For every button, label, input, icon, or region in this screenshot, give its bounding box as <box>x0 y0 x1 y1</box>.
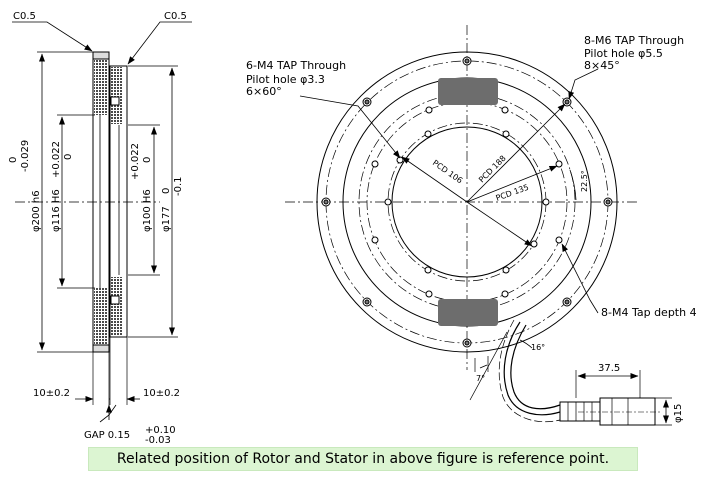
width-right-label: 10±0.2 <box>143 388 180 399</box>
side-view <box>12 21 192 423</box>
tap-depth-label: 8-M4 Tap depth 4 <box>601 306 697 319</box>
dia-200-tol-upper: 0 <box>8 157 19 163</box>
gap-tol-upper: +0.10 <box>145 425 176 436</box>
cable-upper-path <box>510 324 561 410</box>
pcd-106-label: PCD 106 <box>431 158 464 185</box>
pcd-135-label: PCD 135 <box>495 183 530 203</box>
dia-116-tol-lower: 0 <box>63 154 74 160</box>
chamfer-left-label: C0.5 <box>13 11 36 22</box>
pcd-188-label: PCD 188 <box>477 154 508 185</box>
m4-tap-holes <box>371 106 563 298</box>
dia-100-tol-lower: 0 <box>142 157 153 163</box>
cable-length-label: 37.5 <box>598 363 620 374</box>
dia-177-tol-upper: 0 <box>161 188 172 194</box>
outer-circle <box>316 51 618 353</box>
gap-tol-lower: -0.03 <box>145 435 171 446</box>
m6-holes <box>321 56 613 348</box>
gap-label: GAP 0.15 <box>84 430 130 441</box>
cable-lower-path <box>503 321 561 416</box>
chamfer-right-leader <box>127 21 192 65</box>
angle-7-label: 7° <box>476 374 485 383</box>
stator-hatch-bottom <box>111 277 123 336</box>
dia-177-label: φ177 <box>161 206 172 232</box>
rotor-hatch-top <box>94 60 108 115</box>
rotor-hatch-bottom <box>94 288 108 344</box>
chamfer-right-label: C0.5 <box>164 11 187 22</box>
tap-m4-line3: 6×60° <box>246 85 282 98</box>
angle-22-5-label: 22.5° <box>580 170 589 192</box>
tap-m4-line1: 6-M4 TAP Through <box>246 59 346 72</box>
chamfer-left-leader <box>12 21 93 52</box>
cable-center-path <box>498 319 561 423</box>
cable-dia-label: φ15 <box>673 404 684 423</box>
dia-177-tol-lower: -0.1 <box>173 176 184 196</box>
side-view-labels: C0.5 C0.5 φ200 h6 0 -0.029 φ116 H6 +0.02… <box>8 11 187 446</box>
dia-116-tol-upper: +0.022 <box>51 141 62 178</box>
tap-m4-line2: Pilot hole φ3.3 <box>246 73 325 86</box>
tap-m6-line1: 8-M6 TAP Through <box>584 34 684 47</box>
bore-circle <box>391 126 543 278</box>
tap-m6-line3: 8×45° <box>584 59 620 72</box>
dia-100-tol-upper: +0.022 <box>130 143 141 180</box>
cable-connector-body <box>559 401 601 422</box>
dia-200-tol-lower: -0.029 <box>20 140 31 172</box>
front-view <box>285 25 672 426</box>
top-magnet-block <box>438 78 498 105</box>
dia-200-label: φ200 h6 <box>31 190 42 232</box>
angle-16-label: 16° <box>531 343 545 352</box>
m4-through-leader <box>299 95 401 159</box>
m6-leader <box>568 68 599 100</box>
tap-m6-line2: Pilot hole φ5.5 <box>584 47 663 60</box>
dia-100-label: φ100 H6 <box>142 189 153 232</box>
stator-hatch-top <box>111 67 123 124</box>
m4-through-holes <box>384 130 550 274</box>
m4-tap-leader <box>561 243 599 314</box>
width-left-label: 10±0.2 <box>33 388 70 399</box>
reference-caption: Related position of Rotor and Stator in … <box>88 447 638 471</box>
dia-116-label: φ116 H6 <box>51 189 62 232</box>
cable-connector-plug <box>599 397 656 426</box>
bottom-magnet-block <box>438 299 498 326</box>
